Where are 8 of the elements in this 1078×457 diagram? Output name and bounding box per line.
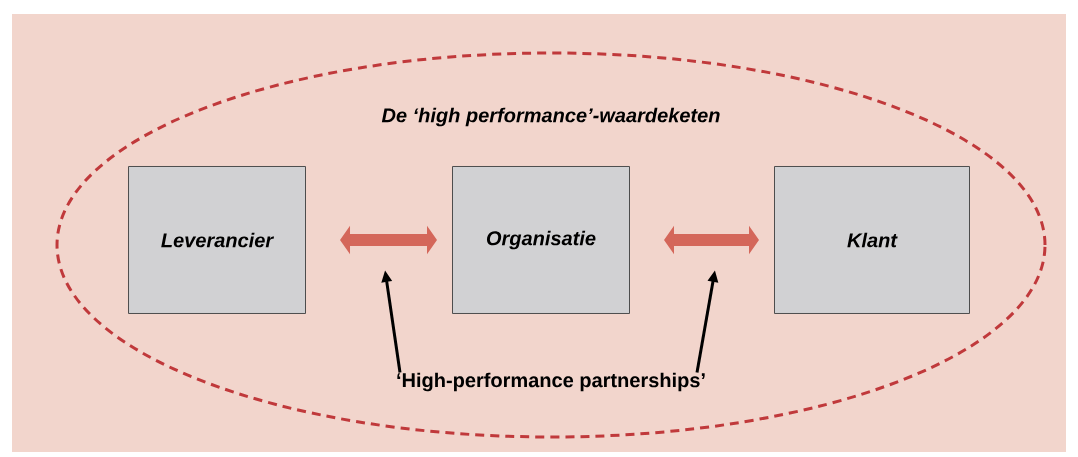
- double-arrow: [664, 225, 759, 255]
- title: De ‘high performance’-waardeketen: [381, 107, 720, 127]
- process-box: Klant: [774, 166, 970, 314]
- dashed-ellipse: [55, 51, 1047, 439]
- double-arrow: [340, 225, 437, 255]
- process-box: Leverancier: [128, 166, 306, 314]
- process-box: Organisatie: [452, 166, 630, 314]
- callout-text: ‘High-performance partnerships’: [397, 372, 705, 392]
